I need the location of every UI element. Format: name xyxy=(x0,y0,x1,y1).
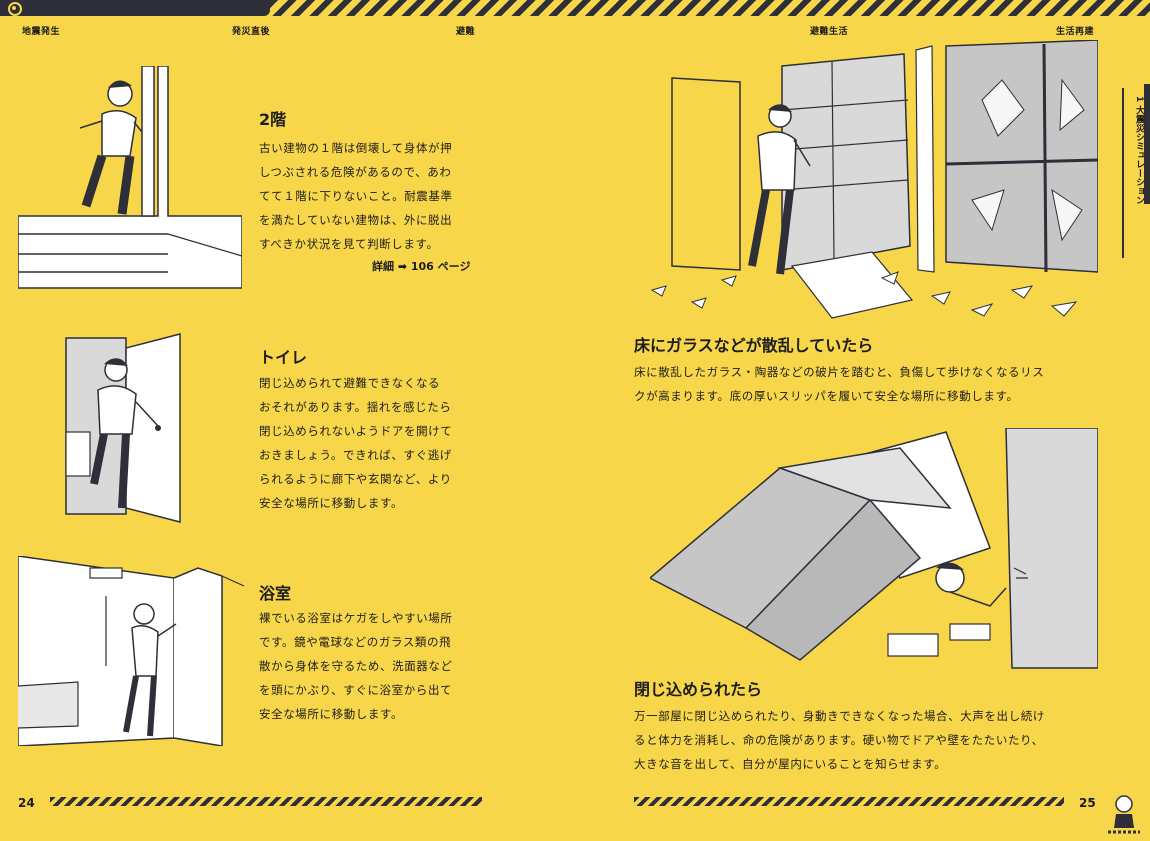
top-bar-dark-block xyxy=(0,0,270,16)
text-line: 安全な場所に移動します。 xyxy=(259,707,404,721)
text-line: 万一部屋に閉じ込められたり、身動きできなくなった場合、大声を出し続け xyxy=(634,709,1045,723)
text-line: すべきか状況を見て判断します。 xyxy=(259,237,439,251)
text-line: クが高まります。底の厚いスリッパを履いて安全な場所に移動します。 xyxy=(634,389,1019,403)
text-line: を頭にかぶり、すぐに浴室から出て xyxy=(259,683,453,697)
toilet-door-illustration xyxy=(60,332,184,528)
text-line: 大きな音を出して、自分が屋内にいることを知らせます。 xyxy=(634,757,947,771)
stairs-scene-illustration xyxy=(18,66,242,290)
text-line: 床に散乱したガラス・陶器などの破片を踏むと、負傷して歩けなくなるリス xyxy=(634,365,1045,379)
footer-stripe-right xyxy=(634,797,1064,806)
text-line: 散から身体を守るため、洗面器など xyxy=(259,659,453,673)
chapter-tab xyxy=(1122,88,1150,258)
target-icon xyxy=(8,2,22,16)
nav-item-shelter-life: 避難生活 xyxy=(810,27,849,37)
text-line: 閉じ込められないようドアを開けて xyxy=(259,424,453,438)
text-line: られるように廊下や玄関など、より xyxy=(259,472,452,486)
text-line: しつぶされる危険があるので、あわ xyxy=(259,165,452,179)
section-title-2f: 2階 xyxy=(259,110,287,129)
text-line: おそれがあります。揺れを感じたら xyxy=(259,400,452,414)
text-line: を満たしていない建物は、外に脱出 xyxy=(259,213,453,227)
section-body-2f: 古い建物の１階は倒壊して身体が押 しつぶされる危険があるので、あわ てて１階に下… xyxy=(259,136,453,256)
bathroom-illustration xyxy=(18,556,244,746)
text-line: 安全な場所に移動します。 xyxy=(259,496,404,510)
section-body-toilet: 閉じ込められて避難できなくなる おそれがあります。揺れを感じたら 閉じ込められな… xyxy=(259,371,452,515)
text-line: 閉じ込められて避難できなくなる xyxy=(259,376,441,390)
page-number-left: 24 xyxy=(18,796,35,810)
nav-item-evacuation: 避難 xyxy=(456,27,476,37)
footer-stripe-left xyxy=(50,797,482,806)
target-dot-icon xyxy=(12,6,16,10)
nav-item-after-disaster: 発災直後 xyxy=(232,27,271,37)
section-body-trapped: 万一部屋に閉じ込められたり、身動きできなくなった場合、大声を出し続け ると体力を… xyxy=(634,704,1045,776)
text-line: です。鏡や電球などのガラス類の飛 xyxy=(259,635,452,649)
section-title-toilet: トイレ xyxy=(259,348,308,367)
section-body-broken-glass: 床に散乱したガラス・陶器などの破片を踏むと、負傷して歩けなくなるリス クが高まり… xyxy=(634,360,1044,408)
text-line: ると体力を消耗し、命の危険があります。硬い物でドアや壁をたたいたり、 xyxy=(634,733,1044,747)
section-title-bathroom: 浴室 xyxy=(259,584,292,603)
section-title-broken-glass: 床にガラスなどが散乱していたら xyxy=(634,336,874,355)
broken-glass-room-illustration xyxy=(632,40,1098,326)
hazard-stripe xyxy=(270,0,1150,16)
section-title-trapped: 閉じ込められたら xyxy=(634,680,763,699)
text-line: 裸でいる浴室はケガをしやすい場所 xyxy=(259,611,453,625)
top-bar xyxy=(0,0,1150,18)
chapter-title: 1 大震災シミュレーション xyxy=(1134,96,1144,205)
mascot-icon xyxy=(1104,792,1144,838)
section-body-bathroom: 裸でいる浴室はケガをしやすい場所 です。鏡や電球などのガラス類の飛 散から身体を… xyxy=(259,606,453,726)
nav-item-rebuilding: 生活再建 xyxy=(1056,27,1095,37)
page-number-right: 25 xyxy=(1079,796,1096,810)
fallen-shelf-illustration xyxy=(650,428,1098,676)
chapter-tab-bar xyxy=(1144,84,1150,204)
text-line: てて１階に下りないこと。耐震基準 xyxy=(259,189,453,203)
text-line: 古い建物の１階は倒壊して身体が押 xyxy=(259,141,453,155)
nav-item-earthquake: 地震発生 xyxy=(22,27,61,37)
text-line: おきましょう。できれば、すぐ逃げ xyxy=(259,448,452,462)
detail-page-link[interactable]: 詳細 ➡ 106 ページ xyxy=(372,260,471,273)
